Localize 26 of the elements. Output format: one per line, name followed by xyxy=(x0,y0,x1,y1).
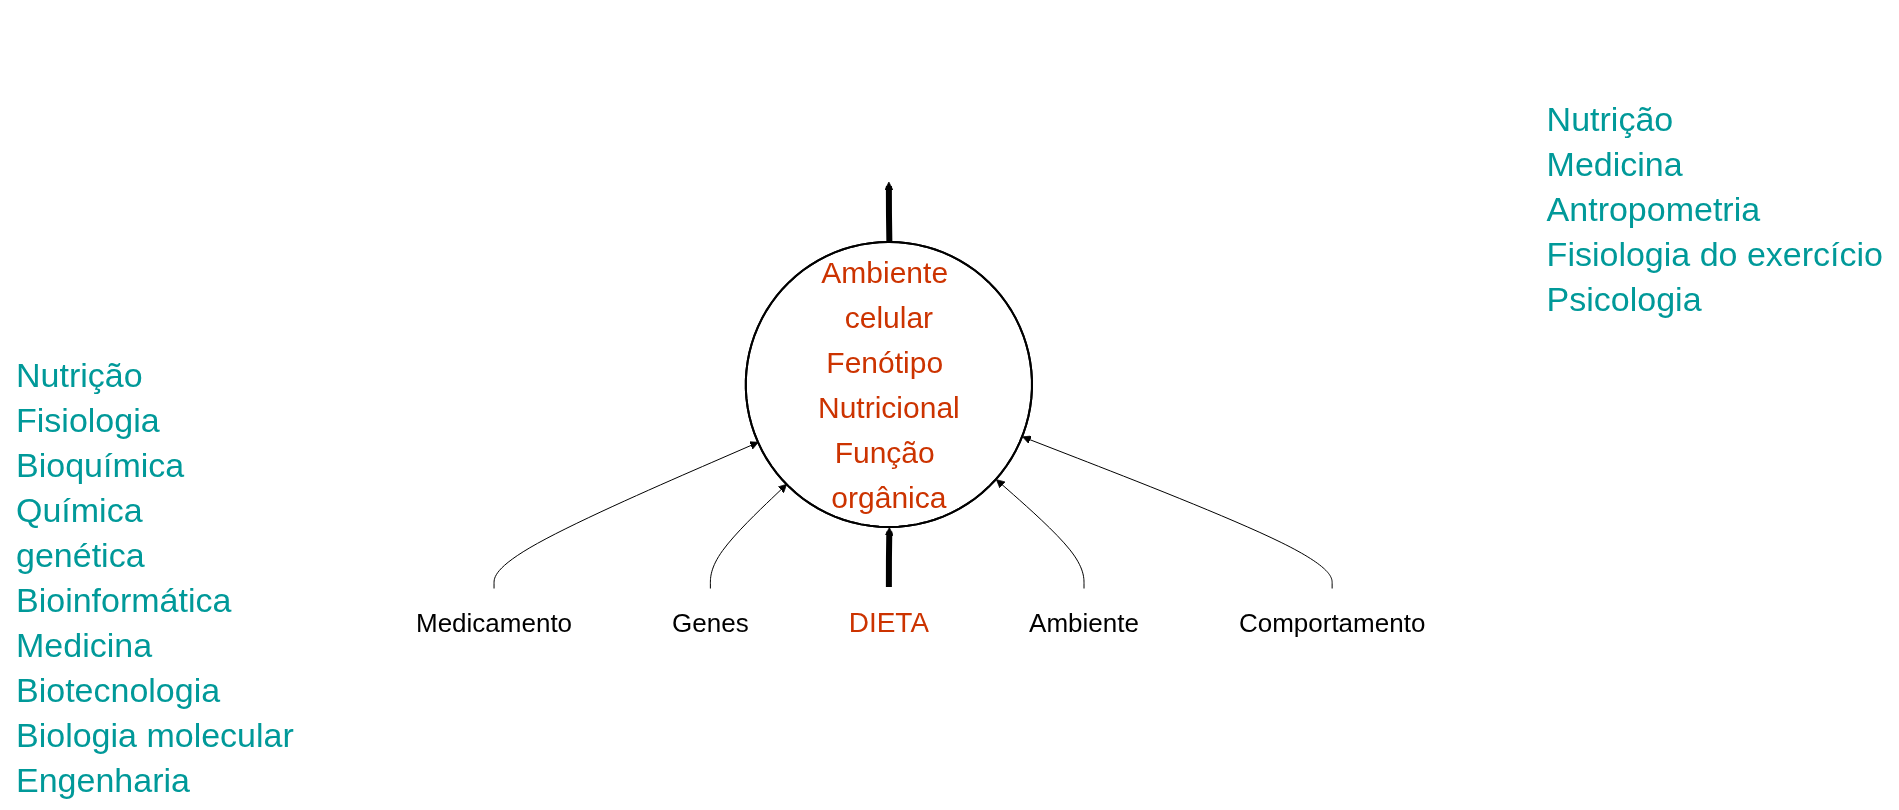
discipline-label: Bioinformática xyxy=(16,581,233,620)
arrow xyxy=(995,478,1085,589)
discipline-label: Bioquímica xyxy=(16,446,186,485)
discipline-label: Biotecnologia xyxy=(16,671,222,710)
node-text: Ambiente xyxy=(1028,607,1139,637)
node-text: Genes xyxy=(671,607,749,637)
discipline-label: Antropometria xyxy=(1546,190,1762,229)
discipline-label: Medicina xyxy=(16,626,154,665)
discipline-label: Nutrição xyxy=(1546,100,1675,139)
node-text: Medicamento xyxy=(415,607,572,637)
arrow xyxy=(493,440,759,589)
discipline-label: Biologia molecular xyxy=(16,716,294,755)
discipline-label: Química xyxy=(16,491,144,530)
discipline-label: Engenharia xyxy=(16,761,191,800)
node-text: Comportamento xyxy=(1238,607,1425,637)
arrow xyxy=(1021,435,1333,589)
discipline-label: Nutrição xyxy=(16,356,144,395)
node-text: DIETA xyxy=(848,606,929,638)
discipline-label: Psicologia xyxy=(1546,280,1703,319)
arrow xyxy=(884,181,893,243)
discipline-label: Medicina xyxy=(1546,145,1684,184)
discipline-label: genética xyxy=(16,536,146,575)
arrow xyxy=(709,483,787,589)
discipline-label: Fisiologia do exercício xyxy=(1546,235,1883,274)
arrow xyxy=(884,526,894,587)
discipline-label: Fisiologia xyxy=(16,401,161,440)
